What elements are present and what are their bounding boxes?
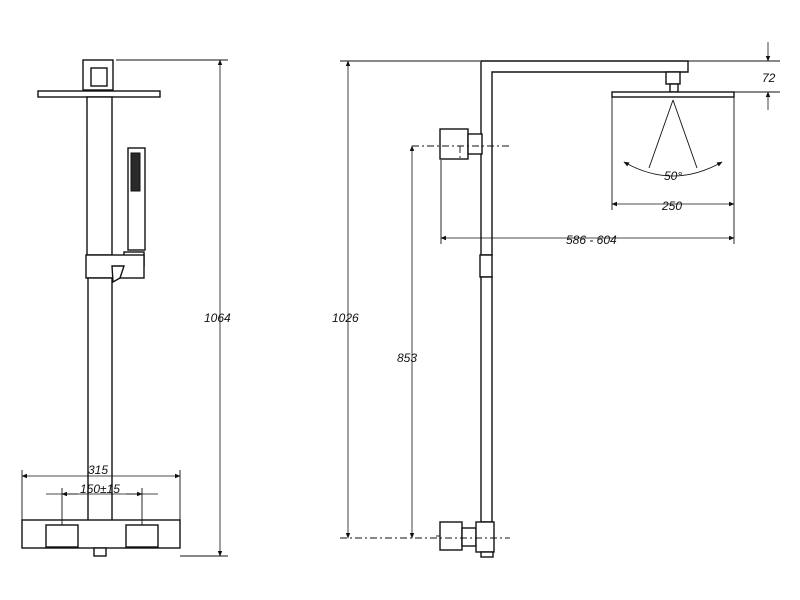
side-head-diameter-dimension: 250 [661,199,682,213]
side-outlet-height-dimension: 853 [397,351,417,365]
front-thermostat-outlet [93,547,107,557]
front-view [21,59,181,557]
side-shower-arm [480,60,689,256]
side-thermostat-body [461,527,477,547]
front-thermostat-right-knob [125,524,159,548]
side-head-connector [665,71,681,85]
side-view [436,60,735,558]
side-thermostat-base [475,521,495,553]
side-thermostat-inlet [480,551,494,558]
side-hand-outlet [439,128,469,160]
side-head-neck [669,83,679,93]
side-spray-left [648,99,674,169]
side-hand-outlet-nut [467,133,483,155]
front-height-dimension: 1064 [204,311,231,325]
side-reach-dimension: 586 - 604 [566,233,617,247]
side-thermostat-knob [439,521,463,551]
front-shower-head [37,90,161,98]
front-dimensions [21,59,228,557]
front-riser-upper [86,96,113,256]
side-riser-lower [480,276,493,523]
side-spray-right [672,99,698,169]
side-slider [479,254,493,278]
side-height-dimension: 1026 [332,311,359,325]
side-spray-arc [623,161,723,177]
front-spacing-dimension: 150±15 [80,482,120,496]
front-head-connector [90,67,108,87]
side-centerlines [340,145,510,539]
side-shower-head [611,91,735,98]
side-head-thickness-dimension: 72 [762,71,776,85]
front-thermostat-left-knob [45,524,79,548]
front-width-dimension: 315 [88,463,108,477]
front-riser-lower [87,277,113,524]
side-spray-angle-dimension: 50° [664,169,682,183]
front-slider-lever [111,265,125,284]
side-dimensions [340,42,780,539]
front-hand-shower-face [130,152,141,192]
